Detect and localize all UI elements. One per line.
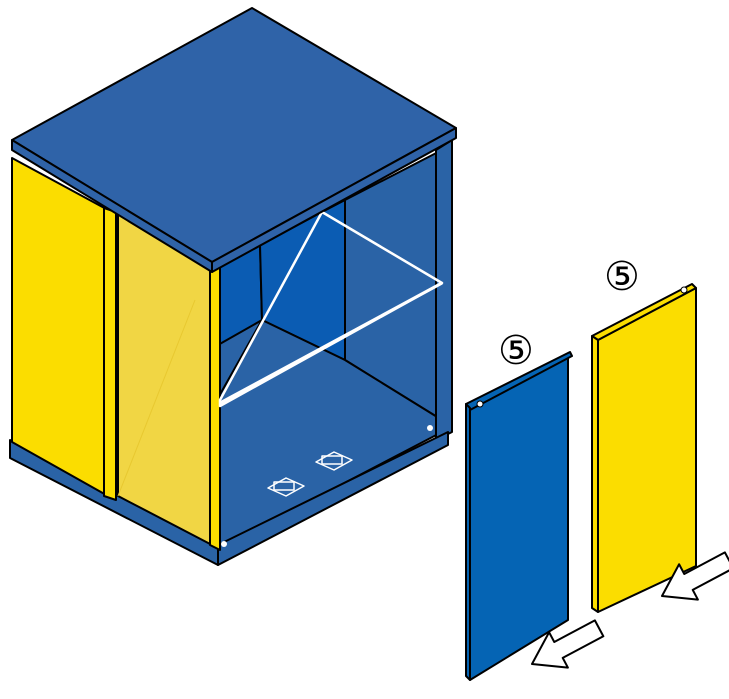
cabinet-front-door-edge xyxy=(210,265,220,550)
door-blue-face xyxy=(470,356,568,680)
screw-hole xyxy=(221,541,227,547)
cabinet xyxy=(10,8,456,565)
door-yellow xyxy=(592,284,696,612)
cabinet-right-frame xyxy=(436,140,452,440)
part-number-label-yellow: ⑤ xyxy=(604,254,640,300)
door-blue xyxy=(466,352,572,680)
door-yellow-face xyxy=(598,288,696,612)
cabinet-left-panel xyxy=(12,158,108,496)
door-yellow-side xyxy=(592,336,598,612)
door-blue-side xyxy=(466,404,470,680)
door-blue-hole xyxy=(477,401,483,407)
part-number-label-blue: ⑤ xyxy=(498,328,534,374)
door-yellow-hole xyxy=(681,287,687,293)
screw-hole xyxy=(427,425,433,431)
cabinet-left-panel-edge xyxy=(104,208,116,500)
